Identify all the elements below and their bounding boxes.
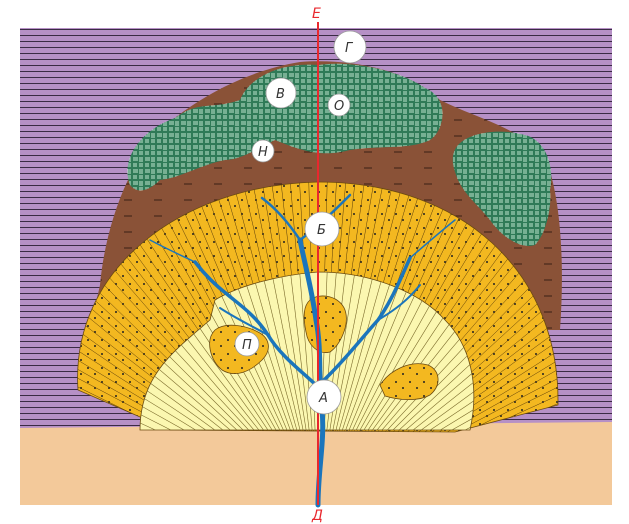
marker-g: Г: [334, 31, 366, 63]
marker-a-label: А: [318, 391, 328, 406]
marker-b-label: Б: [317, 223, 326, 238]
marker-v: В: [266, 78, 296, 108]
marker-o: О: [328, 94, 350, 116]
marker-p-label: П: [242, 338, 252, 353]
marker-v-label: В: [276, 87, 285, 102]
marker-b: Б: [305, 212, 339, 246]
marker-p: П: [235, 332, 259, 356]
marker-n: Н: [252, 140, 274, 162]
label-bottom: Д: [311, 508, 323, 524]
marker-n-label: Н: [258, 145, 268, 160]
marker-o-label: О: [334, 99, 344, 114]
label-top: Е: [312, 6, 321, 22]
marker-a: А: [307, 380, 341, 414]
